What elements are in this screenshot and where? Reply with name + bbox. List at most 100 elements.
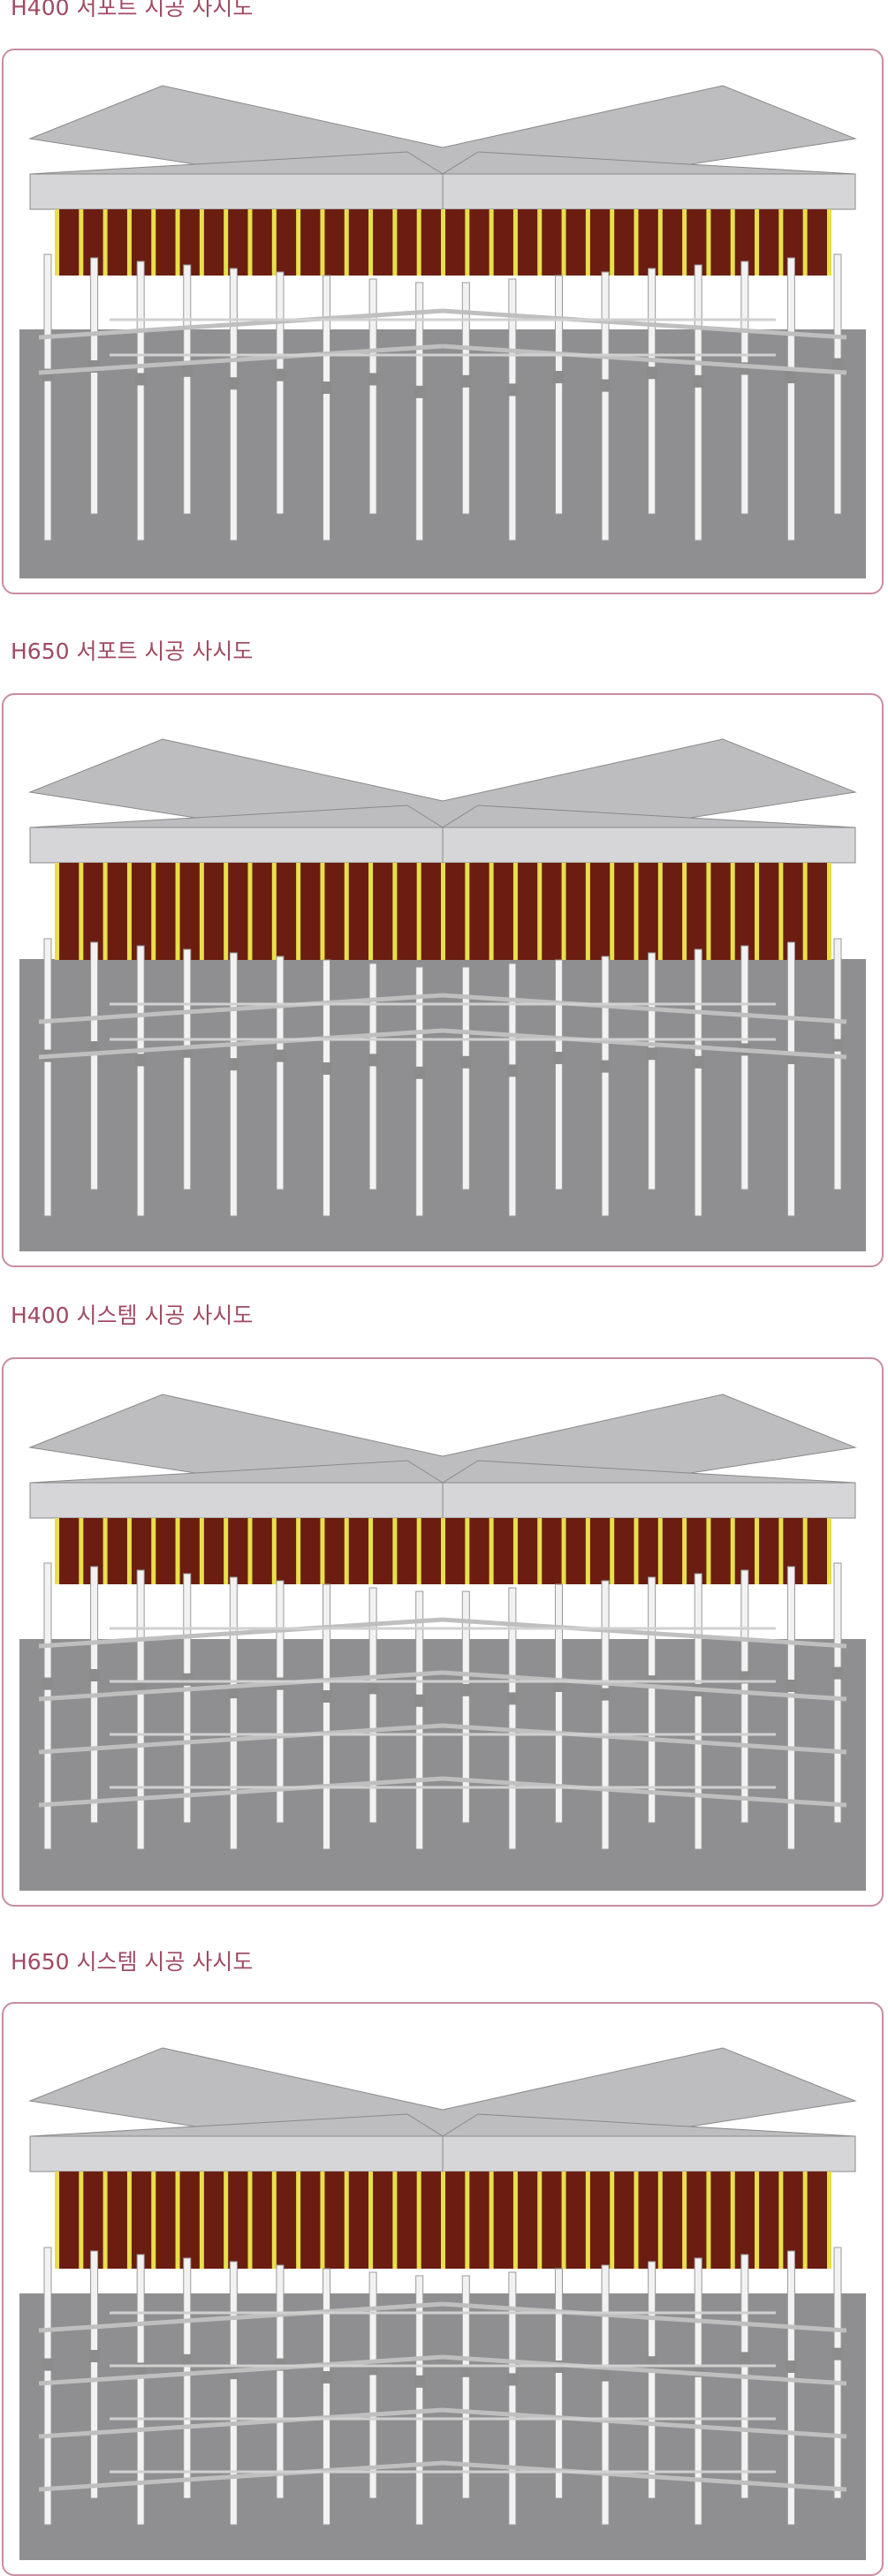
shore-clamp xyxy=(274,368,285,381)
brace-bar xyxy=(38,344,444,375)
form-stud xyxy=(344,1518,349,1584)
shore-clamp xyxy=(832,358,843,371)
shore-clamp xyxy=(414,385,425,398)
form-stud xyxy=(561,1518,566,1584)
shore-clamp xyxy=(368,1054,379,1067)
form-stud xyxy=(416,2172,421,2269)
brace-bar xyxy=(442,2301,847,2333)
brace-bar xyxy=(442,1670,847,1702)
form-stud xyxy=(271,2172,277,2269)
form-stud xyxy=(151,2172,156,2269)
form-stud xyxy=(802,1518,808,1584)
brace-bar xyxy=(442,2407,847,2439)
form-stud xyxy=(55,209,59,276)
form-stud xyxy=(657,209,663,276)
diagram-frame-1 xyxy=(2,49,884,594)
shore-post xyxy=(601,956,610,1217)
form-stud xyxy=(585,2172,590,2269)
form-stud xyxy=(368,2172,374,2269)
diagram-frame-3 xyxy=(2,1357,884,1907)
shore-post xyxy=(90,257,99,515)
shore-clamp xyxy=(274,1049,285,1062)
brace-bar xyxy=(38,2460,444,2492)
brace-bar xyxy=(38,1028,444,1060)
shore-clamp xyxy=(693,374,704,388)
shore-clamp xyxy=(600,1060,611,1073)
form-stud xyxy=(441,209,445,276)
form-stud xyxy=(730,863,735,960)
shore-post xyxy=(323,275,331,541)
form-stud xyxy=(247,209,253,276)
shore-post xyxy=(323,1583,331,1850)
shore-clamp xyxy=(506,383,518,397)
form-stud xyxy=(537,209,543,276)
shore-post xyxy=(415,1590,424,1850)
shore-post xyxy=(833,2247,842,2499)
shore-post xyxy=(461,2275,470,2499)
brace-bar xyxy=(38,1617,444,1649)
slab-front-top-right xyxy=(441,805,856,828)
slab-front-top-left xyxy=(29,1460,444,1484)
form-stud xyxy=(441,2172,445,2269)
shore-clamp xyxy=(181,1673,193,1686)
shore-clamp xyxy=(832,2347,843,2361)
shore-clamp xyxy=(506,1692,518,1705)
shore-post xyxy=(136,2254,145,2526)
form-stud xyxy=(561,2172,566,2269)
shore-post xyxy=(554,1583,563,1824)
form-stud xyxy=(296,1518,301,1584)
shore-post xyxy=(368,2271,377,2499)
form-stud xyxy=(320,2172,325,2269)
form-stud xyxy=(682,1518,687,1584)
form-stud xyxy=(224,863,229,960)
form-stud xyxy=(126,863,132,960)
shore-post xyxy=(461,1590,470,1824)
brace-bar xyxy=(442,2354,847,2386)
shore-clamp xyxy=(832,1039,843,1052)
shore-clamp xyxy=(42,2358,53,2371)
slab-front-left xyxy=(29,2135,444,2172)
form-stud xyxy=(441,863,445,960)
shore-clamp xyxy=(368,1681,379,1695)
slab-front-right xyxy=(442,1482,856,1519)
form-stud xyxy=(199,209,204,276)
shore-clamp xyxy=(553,1052,565,1064)
form-stud xyxy=(778,1518,784,1584)
brace-bar xyxy=(442,1617,847,1649)
ground-plane xyxy=(19,1639,866,1891)
brace-bar xyxy=(442,2460,847,2492)
shore-post xyxy=(601,1580,610,1850)
form-stud xyxy=(392,209,398,276)
form-stud xyxy=(151,863,156,960)
shore-post xyxy=(648,2261,657,2499)
form-stud xyxy=(151,1518,156,1584)
form-stud xyxy=(465,1518,470,1584)
shore-clamp xyxy=(506,1064,518,1077)
ground-plane xyxy=(19,959,866,1251)
shore-clamp xyxy=(553,371,565,383)
form-stud xyxy=(730,1518,735,1584)
shore-post xyxy=(276,2264,285,2499)
shore-post xyxy=(43,938,52,1217)
form-stud xyxy=(368,863,374,960)
ground-plane xyxy=(19,2293,866,2560)
brace-bar xyxy=(442,993,847,1024)
shore-clamp xyxy=(786,371,797,383)
shore-clamp xyxy=(786,2361,797,2373)
form-stud xyxy=(489,2172,494,2269)
form-stud xyxy=(802,2172,808,2269)
slab-front-right xyxy=(442,827,856,864)
shore-clamp xyxy=(414,1694,425,1707)
form-stud xyxy=(706,209,711,276)
form-stud xyxy=(682,863,687,960)
form-stud xyxy=(175,209,180,276)
shore-clamp xyxy=(460,2364,472,2377)
brace-bar xyxy=(38,2301,444,2333)
shore-post xyxy=(740,945,749,1190)
shore-clamp xyxy=(321,1062,332,1075)
shore-post xyxy=(461,282,470,515)
shore-clamp xyxy=(321,2371,332,2383)
shore-clamp xyxy=(600,1688,611,1701)
form-stud xyxy=(247,863,253,960)
brace-bar xyxy=(38,1776,444,1808)
